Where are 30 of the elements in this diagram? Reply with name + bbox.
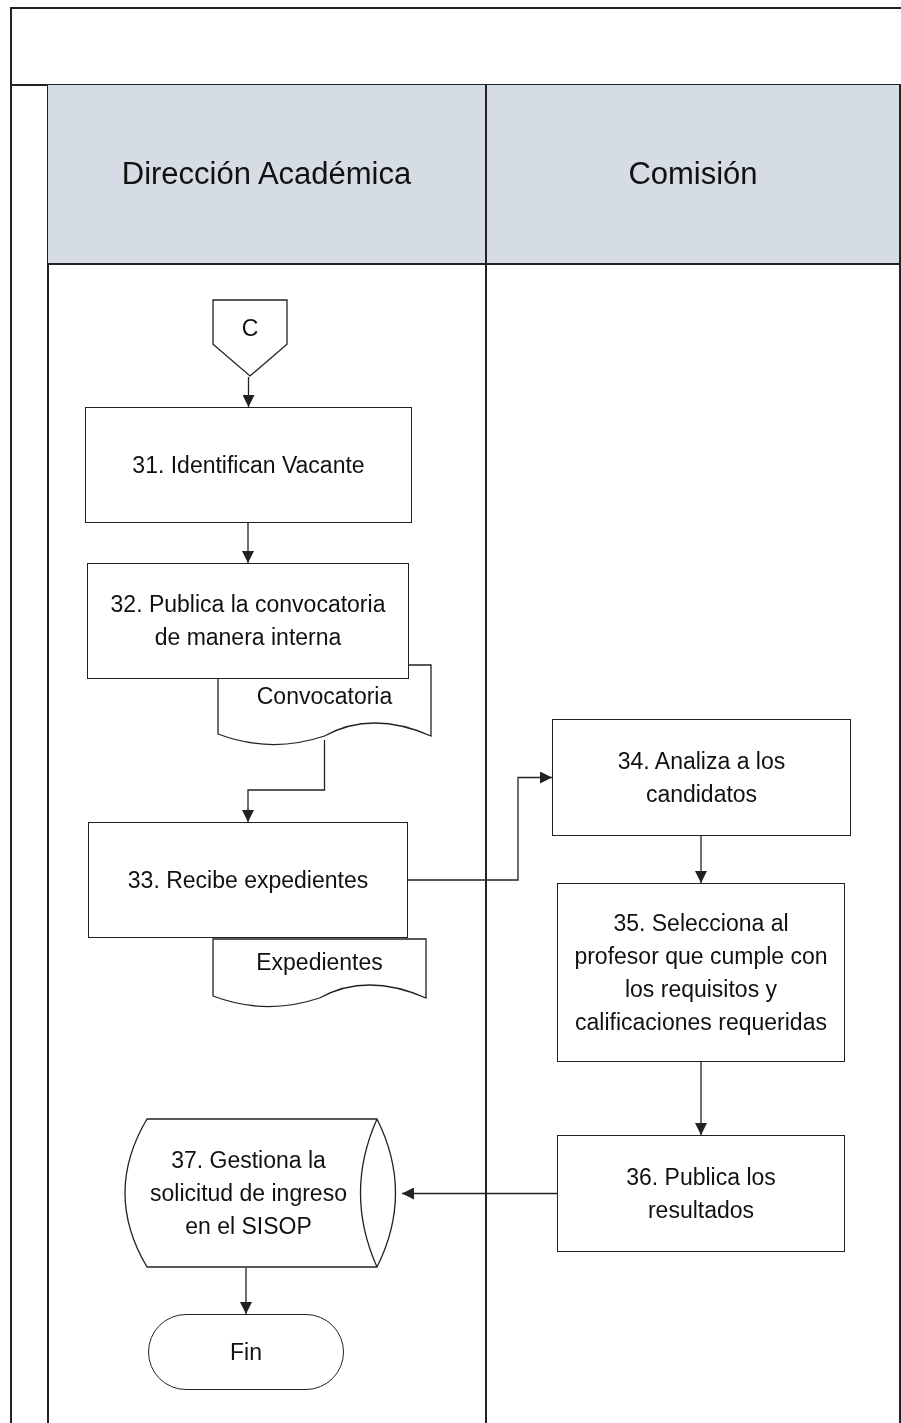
arrow bbox=[407, 771, 553, 881]
arrow bbox=[401, 1187, 558, 1200]
arrow bbox=[242, 739, 326, 823]
arrow bbox=[695, 1061, 707, 1136]
step-text: Fin bbox=[230, 1337, 262, 1367]
arrow bbox=[695, 835, 707, 884]
arrow bbox=[242, 376, 255, 408]
process-box bbox=[557, 1135, 845, 1252]
step-text: Convocatoria bbox=[256, 681, 393, 711]
step-text: 32. Publica la convocatoria de manera interna bbox=[109, 590, 387, 652]
step-text: 34. Analiza a los candidatos bbox=[616, 746, 787, 809]
step-text: 37. Gestiona la solicitud de ingreso en el SISOP bbox=[149, 1145, 348, 1241]
process-box bbox=[552, 719, 851, 836]
step-text: Expedientes bbox=[256, 947, 383, 977]
swimlane bbox=[487, 85, 901, 1423]
step-text: C bbox=[241, 313, 259, 343]
process-box bbox=[557, 883, 845, 1062]
document-shape bbox=[212, 938, 427, 1010]
document-shape bbox=[217, 664, 432, 748]
arrow bbox=[242, 522, 254, 564]
step-text: 36. Publica los resultados bbox=[625, 1162, 777, 1225]
lane-title: Comisión bbox=[628, 154, 758, 193]
step-text: 31. Identifican Vacante bbox=[132, 450, 365, 480]
step-text: 33. Recibe expedientes bbox=[127, 865, 369, 895]
swimlane bbox=[48, 85, 487, 1423]
process-box bbox=[85, 407, 412, 523]
lane-title: Dirección Académica bbox=[121, 154, 412, 193]
off-page-connector bbox=[212, 299, 288, 377]
arrow bbox=[240, 1267, 252, 1315]
step-text: 35. Selecciona al profesor que cumple con los requisitos y calificaciones requeridas bbox=[573, 908, 829, 1037]
